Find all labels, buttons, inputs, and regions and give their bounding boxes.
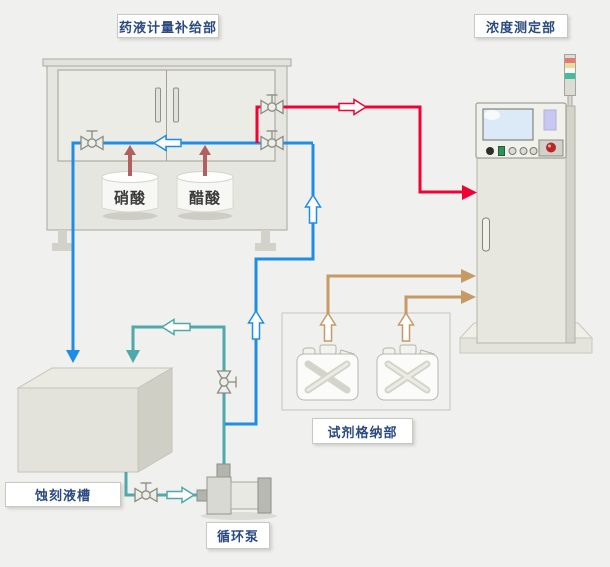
- concentration-unit: [458, 54, 594, 354]
- cabinet-foot-right: [255, 243, 276, 251]
- blue-arrowhead-down-icon: [66, 350, 80, 363]
- pipe-cabinet-to-tank: [71, 141, 313, 350]
- stop-button-highlight: [548, 144, 551, 148]
- panel-switch-green: [498, 146, 505, 156]
- can-rib-hl: [306, 362, 349, 392]
- flow-arrow-up-icon: [397, 311, 415, 342]
- acetic-acid-drum: [176, 176, 234, 213]
- reagent-can-1: [296, 344, 359, 401]
- label-acetic-acid: 醋酸: [188, 190, 221, 207]
- pump-inlet-port: [196, 489, 208, 502]
- teal-arrowhead-down-icon: [126, 350, 140, 363]
- signal-tower-icon: [564, 54, 576, 96]
- pump-motor-cap: [257, 477, 272, 514]
- nitric-acid-drum: [101, 176, 159, 213]
- valve-icon: [134, 482, 158, 503]
- panel-button: [508, 147, 517, 155]
- drum-shadow: [103, 212, 157, 220]
- pipe-reagent-1: [326, 274, 462, 314]
- pump-head: [206, 476, 232, 515]
- panel-knob-dark: [486, 147, 494, 155]
- can-rib-hl: [386, 362, 429, 392]
- pipe-reagent-2: [404, 295, 462, 314]
- unit-door-handle: [482, 217, 490, 252]
- brown-arrowhead-right-icon: [461, 269, 476, 283]
- tank-side-face: [137, 367, 173, 473]
- red-arrowhead-right-icon: [462, 185, 477, 200]
- flow-arrow-right-icon: [166, 486, 196, 504]
- label-reagent-storage: 试剂格纳部: [312, 418, 413, 444]
- unit-body: [476, 155, 567, 344]
- brown-arrowhead-right-icon: [461, 290, 476, 304]
- tower-light-white: [565, 68, 575, 73]
- cabinet-leg-right: [261, 230, 270, 244]
- drum-shadow: [178, 212, 232, 220]
- cabinet-top-cap: [42, 58, 292, 67]
- reagent-storage-area: [281, 312, 451, 411]
- circulation-pump-unit: [196, 463, 277, 520]
- can-spout: [319, 344, 337, 355]
- flow-arrow-left-icon: [152, 134, 182, 152]
- label-circulation-pump: 循环泵: [206, 522, 270, 549]
- flow-arrow-up-icon: [319, 311, 337, 342]
- dosing-arrow-nitric-icon: [124, 145, 136, 155]
- door-handle-left: [155, 87, 161, 123]
- dosing-arrow-acetic-icon: [199, 145, 211, 155]
- reagent-can-2: [376, 344, 439, 401]
- panel-button: [519, 147, 528, 155]
- label-etching-tank: 蚀刻液槽: [5, 482, 121, 507]
- flow-arrow-right-icon: [338, 98, 368, 116]
- stop-button: [546, 142, 556, 153]
- chemical-supply-cabinet: [42, 58, 292, 251]
- tower-light-green: [565, 73, 575, 79]
- pump-motor-body: [230, 481, 259, 510]
- valve-icon: [216, 370, 237, 394]
- flow-arrow-up-icon: [304, 193, 322, 224]
- can-spout: [399, 344, 417, 355]
- flow-arrow-up-icon: [247, 309, 265, 340]
- pump-outlet-port: [216, 463, 231, 478]
- label-concentration: 浓度测定部: [474, 14, 568, 38]
- tower-light-yellow: [565, 63, 575, 68]
- label-nitric-acid: 硝酸: [113, 190, 146, 207]
- tank-front-face: [17, 387, 139, 473]
- label-chemical-supply: 药液计量补给部: [117, 14, 219, 38]
- pipe-sample-to-analyzer: [255, 105, 463, 194]
- etching-tank: [16, 367, 174, 473]
- tower-light-red: [565, 58, 575, 63]
- piping: [66, 98, 477, 504]
- panel-card: [543, 109, 557, 131]
- cabinet-foot-left: [52, 243, 73, 251]
- panel-button: [529, 147, 538, 155]
- reagent-box-outline: [281, 312, 451, 411]
- flow-arrow-left-icon: [160, 318, 191, 336]
- cabinet-leg-left: [58, 230, 67, 244]
- screen-glare: [484, 110, 500, 120]
- door-handle-right: [173, 87, 179, 123]
